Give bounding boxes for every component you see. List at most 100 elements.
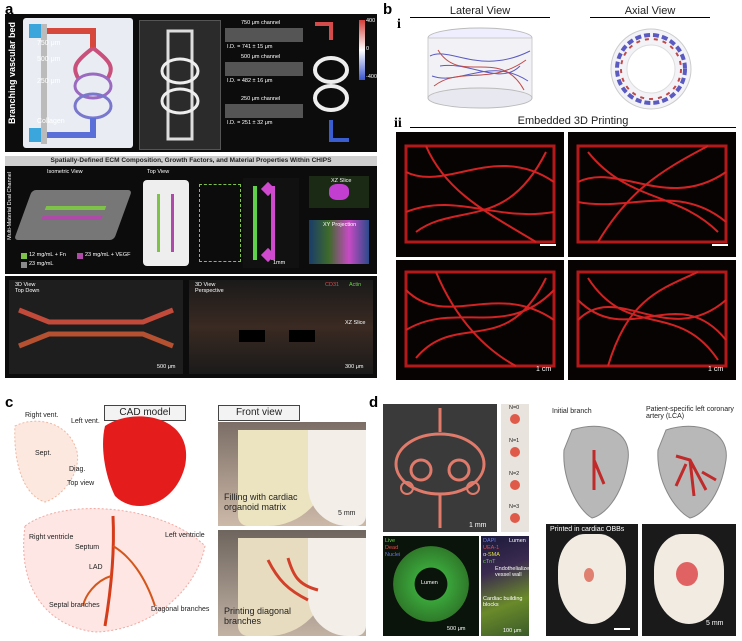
printed-heart-1: Printed in cardiac OBBs	[546, 524, 638, 636]
colorbar	[359, 20, 365, 80]
cad-label-left-ventricle: Left ventricle	[165, 532, 205, 539]
caption-filling: Filling with cardiac organoid matrix	[224, 492, 298, 512]
heart-initial-svg	[563, 425, 629, 519]
stain-dapi: DAPI	[483, 538, 496, 544]
n0-label: N=0	[509, 405, 520, 411]
id-label-3: I.D. = 251 ± 32 μm	[227, 120, 273, 126]
device-schematic: 750 μm 500 μm 250 μm Collagen	[23, 18, 133, 148]
chips-3d-panel: 3D View Top Down 500 μm 3D View Perspect…	[5, 276, 377, 378]
cad-label-septal-branches: Septal branches	[49, 602, 100, 609]
top-view-title: Top View	[147, 169, 170, 175]
panel-label-a: a	[5, 1, 14, 18]
nuclei-label: Nuclei	[385, 552, 401, 558]
z-position-render	[305, 20, 357, 148]
isometric-title: Isometric View	[47, 169, 83, 175]
cad-model-render: Right vent. Left vent. Sept. Diag. Top v…	[5, 406, 215, 636]
heart-lca-svg	[657, 425, 727, 519]
scale-1cm-right: 1 cm	[708, 366, 724, 373]
channel-label-250: 250 μm channel	[241, 96, 281, 102]
perspective-img	[189, 280, 373, 374]
heart-initial-branch	[552, 420, 638, 520]
patient-lca-label: Patient-specific left coronary artery (L…	[646, 406, 734, 420]
live-dead-image: Live Dead Nuclei Lumen 500 μm	[383, 536, 479, 636]
dim-500: 500 μm	[37, 56, 61, 63]
crop-3	[225, 104, 303, 118]
top-down-svg	[18, 307, 174, 349]
endo-wall-label: Endothelialized vessel wall	[495, 566, 533, 578]
dual-channel-label: Multi-Material Dual Channel	[7, 172, 13, 240]
panel-label-d: d	[369, 394, 379, 411]
channel-crops: 750 μm channel I.D. = 741 ± 15 μm 500 μm…	[225, 20, 303, 148]
printed-network-3: 1 cm	[396, 260, 564, 380]
channel-label-500: 500 μm channel	[241, 54, 281, 60]
colorbar-tick-0: 0	[366, 46, 370, 52]
xy-projection-label: XY Projection	[323, 222, 357, 228]
microscopy-branching	[139, 20, 221, 150]
branching-bed-panel: Branching vascular bed 750 μm 500 μm 250…	[5, 14, 377, 152]
printed-network-1	[396, 132, 564, 257]
xz-slice2-label: XZ Slice	[345, 320, 366, 326]
building-blocks-label: Cardiac building blocks	[483, 596, 523, 608]
network-3-svg	[404, 270, 556, 368]
d-branching-svg	[394, 408, 486, 528]
axial-view-title: Axial View	[590, 5, 710, 18]
dim-250: 250 μm	[37, 78, 61, 85]
scale-1cm-left: 1 cm	[536, 366, 552, 373]
initial-branch-label: Initial branch	[552, 408, 592, 415]
stain-cd31: CD31	[325, 282, 340, 288]
isometric-chip	[13, 190, 133, 240]
branching-micro-svg	[160, 29, 200, 141]
cad-label-lad: LAD	[89, 564, 103, 571]
lateral-view-title: Lateral View	[410, 5, 550, 18]
scale-5mm-c: 5 mm	[338, 510, 356, 517]
caption-printing: Printing diagonal branches	[224, 606, 292, 626]
stain-uea: UEA-1	[483, 545, 500, 551]
front-view-title: Front view	[218, 405, 300, 421]
lumen-label-1: Lumen	[421, 580, 438, 586]
cad-label-top-view: Top view	[67, 480, 95, 487]
id-label-2: I.D. = 482 ± 16 μm	[227, 78, 273, 84]
colorbar-tick-neg400: -400	[366, 74, 378, 80]
xy-projection-img	[309, 220, 369, 264]
axial-view-render	[606, 24, 696, 114]
fluorescent-channel	[243, 178, 299, 268]
printed-network-4: 1 cm	[568, 260, 736, 380]
crop-1	[225, 28, 303, 42]
crop-2	[225, 62, 303, 76]
sublabel-i: i	[397, 17, 401, 32]
zoom-box	[199, 184, 241, 262]
printed-branches-svg	[266, 557, 319, 602]
embedded-printing-title: Embedded 3D Printing	[410, 115, 736, 128]
printed-heart-2: 5 mm	[642, 524, 736, 636]
endothelial-image: DAPI UEA-1 α-SMA cTnT Lumen Endotheliali…	[481, 536, 533, 636]
scale-bar-1	[540, 244, 556, 246]
scale-1mm-d: 1 mm	[469, 522, 487, 529]
stain-actin: Actin	[349, 282, 362, 288]
legend-swatch-2	[77, 253, 83, 259]
cad-label-diagonal-branches: Diagonal branches	[151, 606, 210, 613]
network-2-svg	[576, 144, 728, 244]
scale-300um: 300 μm	[345, 364, 364, 370]
z-render-svg	[313, 22, 349, 142]
chips-panel: Multi-Material Dual Channel Isometric Vi…	[5, 166, 377, 274]
cad-label-septum: Septum	[75, 544, 100, 551]
cad-svg	[14, 416, 206, 633]
cad-label-left-vent: Left vent.	[71, 418, 100, 425]
view3d-persp-label: 3D View Perspective	[195, 282, 224, 294]
legend-label-1: 12 mg/mL + Fn	[29, 252, 66, 258]
n-cross-sections: N=0 N=1 N=2 N=3	[501, 404, 529, 532]
xz-slice-label: XZ Slice	[331, 178, 352, 184]
cad-label-sept: Sept.	[35, 450, 52, 457]
cad-label-right-vent: Right vent.	[25, 412, 59, 419]
network-4-svg	[576, 270, 728, 368]
lumen-label-2: Lumen	[509, 538, 526, 544]
stain-ctnt: cTnT	[483, 559, 496, 565]
branching-bed-label: Branching vascular bed	[7, 22, 17, 125]
scale-1mm: 1mm	[273, 260, 286, 266]
chips-header: Spatially-Defined ECM Composition, Growt…	[5, 156, 377, 166]
lateral-view-render	[420, 26, 540, 110]
dim-collagen: Collagen	[37, 118, 65, 125]
legend-label-3: 23 mg/mL	[29, 261, 54, 267]
sublabel-ii: ii	[394, 116, 402, 131]
colorbar-tick-400: 400	[366, 18, 376, 24]
